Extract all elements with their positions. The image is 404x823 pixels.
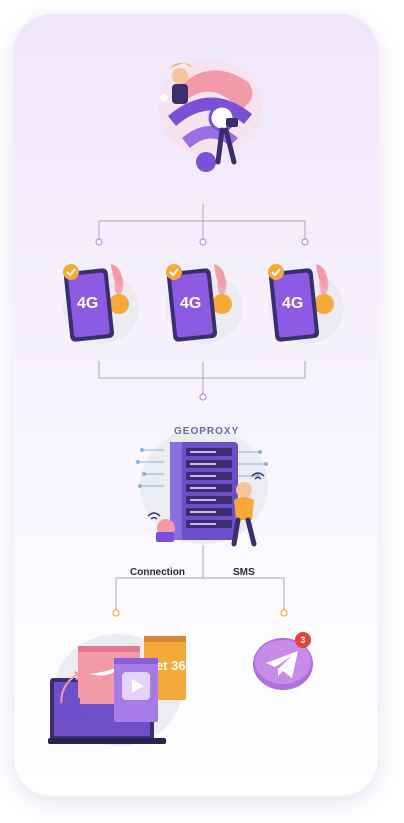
phone-4g-label: 4G	[180, 295, 201, 312]
apps-browser-illustration: bet 365	[48, 634, 190, 746]
node-dot	[112, 609, 120, 617]
bet365-text: bet 365	[148, 658, 190, 673]
sms-label: SMS	[233, 567, 255, 578]
phone-4g-3: 4G	[268, 264, 344, 344]
node-dot	[199, 393, 207, 401]
telegram-icon	[253, 638, 313, 690]
phone-4g-1: 4G	[63, 264, 139, 344]
proxy-server-illustration	[136, 428, 268, 547]
node-dot	[301, 238, 309, 246]
node-dot	[95, 238, 103, 246]
wifi-person-illustration	[158, 60, 262, 172]
node-dot	[280, 609, 288, 617]
notification-badge: 3	[295, 632, 311, 648]
node-dot	[199, 238, 207, 246]
brand-logo: GEOPROXY	[174, 426, 240, 437]
phone-4g-2: 4G	[166, 264, 242, 344]
phone-4g-label: 4G	[77, 295, 98, 312]
connection-label: Connection	[130, 567, 185, 578]
phone-4g-label: 4G	[282, 295, 303, 312]
